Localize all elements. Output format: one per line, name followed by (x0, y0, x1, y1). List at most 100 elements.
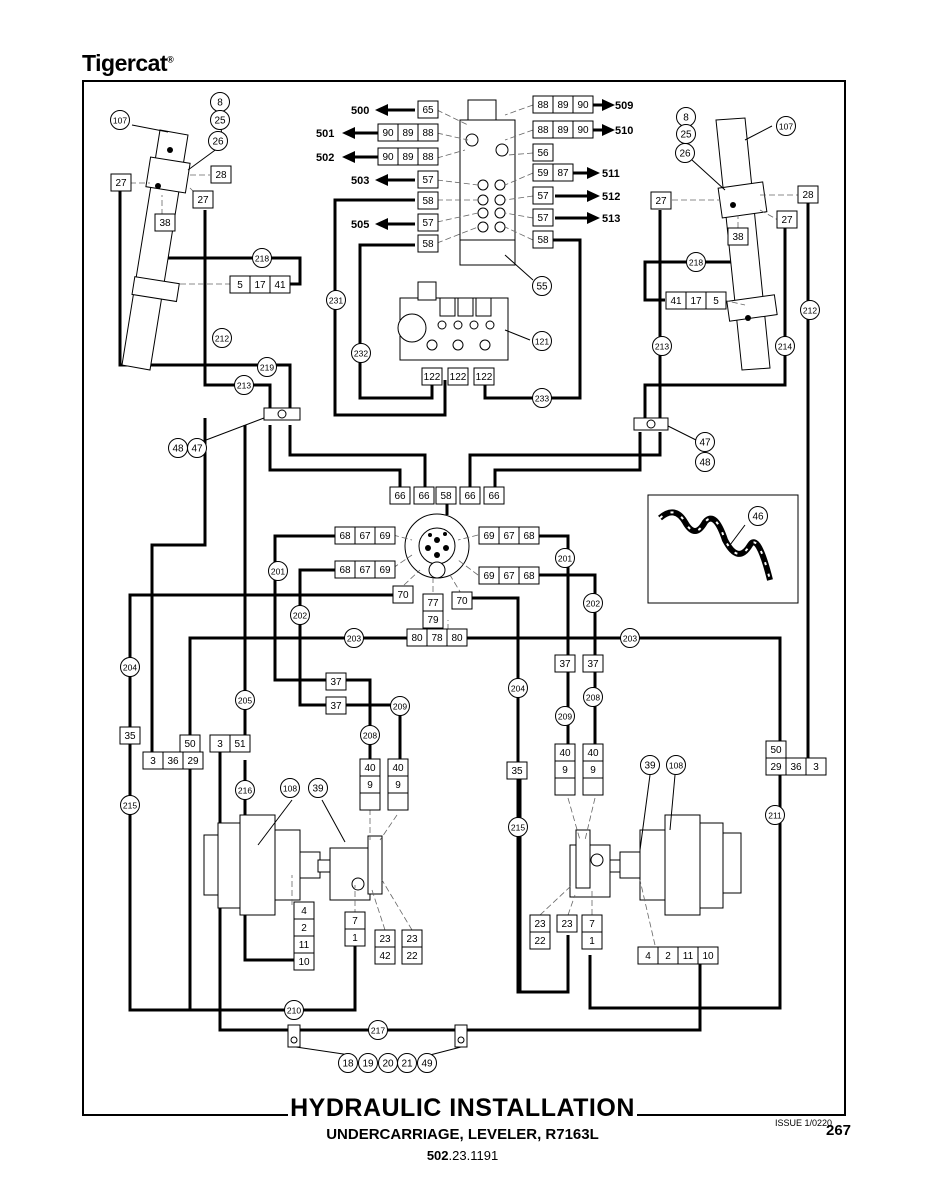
svg-text:27: 27 (781, 215, 793, 226)
svg-text:68: 68 (523, 571, 535, 582)
svg-text:47: 47 (699, 438, 711, 449)
callout-box-89: 89 (397, 147, 419, 166)
callout-circle-108: 108 (666, 755, 686, 775)
svg-text:201: 201 (271, 567, 285, 577)
svg-text:37: 37 (587, 659, 599, 670)
svg-text:208: 208 (586, 693, 600, 703)
svg-text:69: 69 (379, 565, 391, 576)
callout-box-88: 88 (532, 95, 554, 114)
svg-text:42: 42 (379, 951, 391, 962)
svg-text:9: 9 (562, 765, 568, 776)
callout-box-89: 89 (397, 123, 419, 142)
svg-text:205: 205 (238, 696, 252, 706)
svg-text:27: 27 (197, 195, 209, 206)
callout-box-17: 17 (685, 291, 707, 310)
callout-box-35: 35 (506, 761, 528, 780)
svg-text:26: 26 (212, 137, 224, 148)
issue-date: ISSUE 1/0220 (775, 1118, 833, 1128)
callout-box-90: 90 (572, 120, 594, 139)
svg-text:216: 216 (238, 786, 252, 796)
svg-text:203: 203 (623, 634, 637, 644)
callout-circle-107: 107 (776, 116, 796, 136)
callout-box-68: 68 (518, 526, 540, 545)
svg-text:90: 90 (382, 128, 394, 139)
callout-box-27: 27 (650, 191, 672, 210)
svg-text:231: 231 (329, 296, 343, 306)
callout-box-36: 36 (162, 751, 184, 770)
callout-circle-215: 215 (508, 817, 528, 837)
svg-text:37: 37 (330, 677, 342, 688)
svg-text:68: 68 (339, 565, 351, 576)
callout-box-7: 7 (344, 911, 366, 930)
svg-text:79: 79 (427, 615, 439, 626)
callout-box-69: 69 (374, 526, 396, 545)
svg-text:218: 218 (689, 258, 703, 268)
callout-box-4: 4 (637, 946, 659, 965)
callout-circle-210: 210 (284, 1000, 304, 1020)
callout-circle-121: 121 (532, 331, 552, 351)
svg-text:70: 70 (456, 596, 468, 607)
callout-box-69: 69 (478, 566, 500, 585)
callout-box-66: 66 (483, 486, 505, 505)
callout-box-67: 67 (498, 566, 520, 585)
part-number: 502.23.1191 (426, 1148, 499, 1163)
callout-box-50: 50 (179, 734, 201, 753)
callout-box-57: 57 (532, 208, 554, 227)
callout-box-58: 58 (532, 230, 554, 249)
callout-box-88: 88 (417, 123, 439, 142)
callout-box-23: 23 (529, 914, 551, 933)
port-label-513: 513 (602, 213, 620, 225)
svg-text:218: 218 (255, 254, 269, 264)
svg-text:1: 1 (352, 933, 358, 944)
callout-box-22: 22 (529, 931, 551, 950)
svg-text:22: 22 (406, 951, 418, 962)
callout-box-17: 17 (249, 275, 271, 294)
callout-box-41: 41 (269, 275, 291, 294)
callout-box-68: 68 (334, 526, 356, 545)
callout-circle-20: 20 (378, 1053, 398, 1073)
svg-text:78: 78 (431, 633, 443, 644)
svg-text:17: 17 (254, 280, 266, 291)
svg-text:29: 29 (770, 762, 782, 773)
manifold-valve (397, 281, 509, 361)
callout-box-50: 50 (765, 740, 787, 759)
callout-box-122: 122 (473, 367, 495, 386)
callout-circle-215: 215 (120, 795, 140, 815)
callout-box-41: 41 (665, 291, 687, 310)
svg-text:47: 47 (191, 444, 203, 455)
left-hose-clamp (263, 407, 301, 421)
svg-text:50: 50 (770, 745, 782, 756)
callout-circle-204: 204 (120, 657, 140, 677)
svg-text:48: 48 (172, 444, 184, 455)
callout-circle-213: 213 (652, 336, 672, 356)
callout-box-56: 56 (532, 143, 554, 162)
callout-box-67: 67 (354, 560, 376, 579)
svg-text:56: 56 (537, 148, 549, 159)
svg-text:17: 17 (690, 296, 702, 307)
svg-text:57: 57 (537, 213, 549, 224)
callout-circle-233: 233 (532, 388, 552, 408)
svg-text:40: 40 (392, 763, 404, 774)
svg-text:67: 67 (359, 565, 371, 576)
svg-text:65: 65 (422, 105, 434, 116)
svg-text:88: 88 (422, 152, 434, 163)
callout-box-89: 89 (552, 120, 574, 139)
port-label-509: 509 (615, 100, 633, 112)
svg-text:59: 59 (537, 168, 549, 179)
callout-box-8 (387, 792, 409, 811)
callout-circle-201: 201 (268, 561, 288, 581)
callout-box-66: 66 (389, 486, 411, 505)
svg-text:67: 67 (359, 531, 371, 542)
svg-text:219: 219 (260, 363, 274, 373)
svg-text:2: 2 (301, 923, 307, 934)
svg-text:201: 201 (558, 554, 572, 564)
callout-circle-216: 216 (235, 780, 255, 800)
callout-circle-39: 39 (308, 778, 328, 798)
callout-box-27: 27 (192, 190, 214, 209)
svg-text:27: 27 (655, 196, 667, 207)
left-leveler-cylinder (121, 129, 191, 371)
rotary-swivel (404, 513, 470, 579)
svg-text:21: 21 (401, 1059, 413, 1070)
svg-text:7: 7 (589, 919, 595, 930)
